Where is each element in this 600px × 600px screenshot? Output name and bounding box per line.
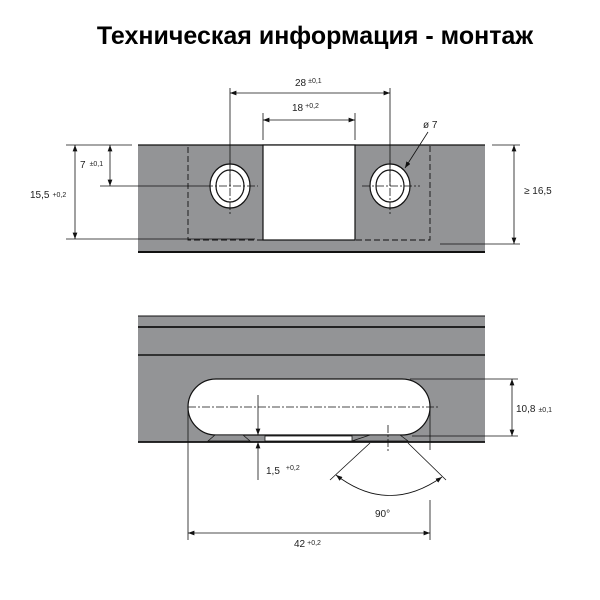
top-view: 28±0,1 18+0,2 7±0,1 15,5+0,2 ≥ 16,5 ø 7 xyxy=(30,78,552,253)
dim-cutout-depth: 15,5+0,2 xyxy=(30,190,66,201)
dim-slot-length: 42+0,2 xyxy=(294,539,321,550)
dim-hole-offset: 7±0,1 xyxy=(80,160,103,171)
slot xyxy=(187,378,431,436)
bottom-view: 10,8±0,1 1,5+0,2 90° 42+0,2 xyxy=(138,315,552,550)
dim-hole-diameter: ø 7 xyxy=(423,120,438,131)
dim-hole-spacing: 28±0,1 xyxy=(295,78,322,89)
page-title: Техническая информация - монтаж xyxy=(96,22,534,50)
dim-cutout-width: 18+0,2 xyxy=(292,103,319,114)
dim-min-height: ≥ 16,5 xyxy=(524,186,552,197)
cutout xyxy=(262,144,356,241)
dim-angle: 90° xyxy=(375,509,390,520)
dim-slot-height: 10,8±0,1 xyxy=(516,404,552,415)
dim-depth: 1,5+0,2 xyxy=(266,465,300,477)
